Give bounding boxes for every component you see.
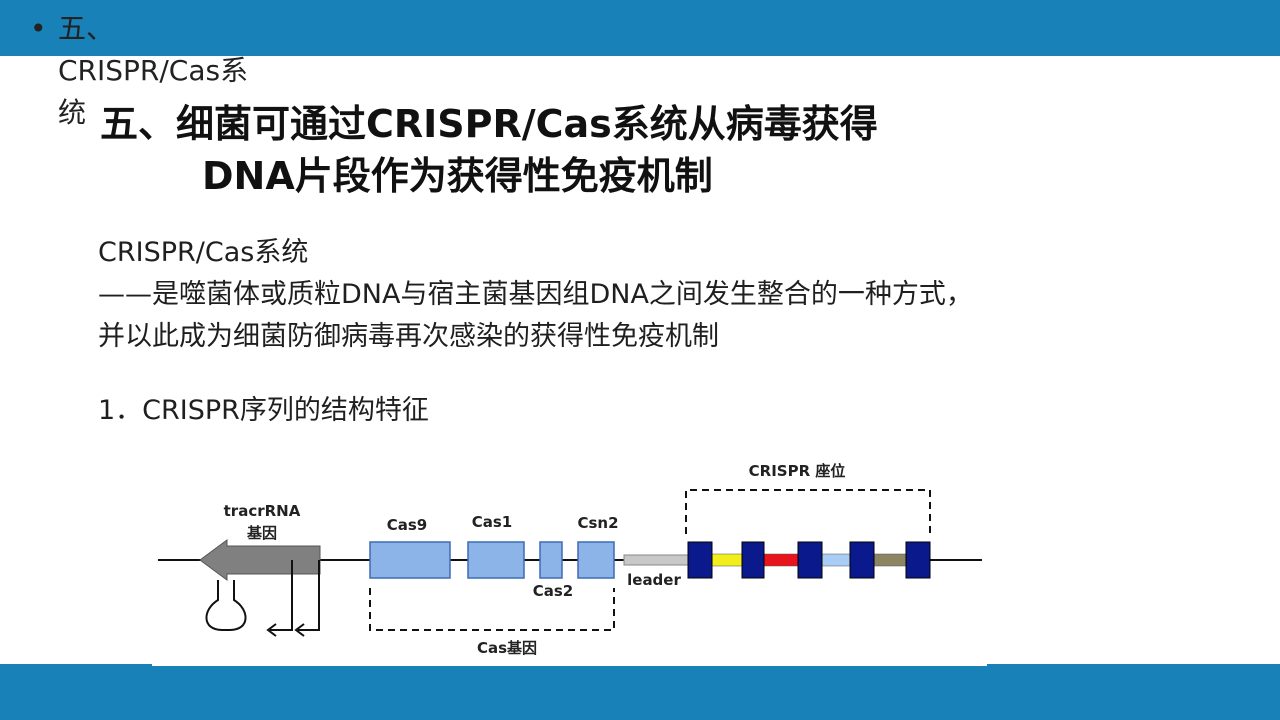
outline-bullet-text: 五、 CRISPR/Cas系 统	[58, 12, 249, 129]
repeat-4	[849, 541, 875, 579]
promoter-arrow-1	[270, 560, 293, 631]
crispr-locus-bracket	[685, 489, 931, 534]
repeat-5	[905, 541, 931, 579]
repeat-3	[797, 541, 823, 579]
cas2-label: Cas2	[533, 582, 574, 600]
crispr-diagram: tracrRNA 基因 Cas9 Cas1 Cas2 Csn2 Cas基因 le…	[152, 450, 987, 666]
leader-sequence	[623, 554, 689, 566]
body-line-3: 并以此成为细菌防御病毒再次感染的获得性免疫机制	[98, 321, 719, 352]
cas1-label: Cas1	[472, 513, 513, 531]
cas9-gene-box	[369, 541, 451, 579]
cas1-gene-box	[467, 541, 525, 579]
body-text: CRISPR/Cas系统 ——是噬菌体或质粒DNA与宿主菌基因组DNA之间发生整…	[98, 232, 1198, 358]
promoter-arrow-1-head	[266, 623, 277, 637]
spacer-4	[873, 553, 907, 567]
top-banner	[0, 0, 1280, 56]
promoter-arrow-2-head	[294, 623, 305, 637]
leader-label: leader	[627, 571, 681, 589]
spacer-3	[821, 553, 851, 567]
csn2-label: Csn2	[577, 514, 618, 532]
cas2-gene-box	[539, 541, 563, 579]
crispr-diagram-svg: tracrRNA 基因 Cas9 Cas1 Cas2 Csn2 Cas基因 le…	[158, 462, 982, 657]
body-line-1: CRISPR/Cas系统	[98, 237, 309, 268]
spacer-2	[763, 553, 799, 567]
title-line-2: DNA片段作为获得性免疫机制	[202, 154, 713, 198]
bullet-icon: •	[30, 12, 47, 45]
spacer-1	[711, 553, 743, 567]
title-line-1: 五、细菌可通过CRISPR/Cas系统从病毒获得	[100, 102, 878, 146]
body-line-2: ——是噬菌体或质粒DNA与宿主菌基因组DNA之间发生整合的一种方式，	[98, 279, 973, 310]
crispr-locus-label: CRISPR 座位	[749, 462, 846, 480]
bottom-banner	[0, 664, 1280, 720]
cas-genes-label: Cas基因	[477, 639, 537, 657]
promoter-arrow-2	[298, 560, 320, 631]
stem-loop-structure	[205, 580, 247, 631]
outline-bullet: • 五、 CRISPR/Cas系 统	[30, 8, 280, 134]
repeat-2	[741, 541, 765, 579]
tracrrna-gene-arrow	[199, 539, 321, 581]
csn2-gene-box	[577, 541, 615, 579]
cas-genes-bracket	[369, 588, 615, 631]
cas9-label: Cas9	[387, 516, 428, 534]
repeat-1	[687, 541, 713, 579]
slide-title: 五、细菌可通过CRISPR/Cas系统从病毒获得 DNA片段作为获得性免疫机制	[100, 98, 1100, 202]
section-heading-1: 1．CRISPR序列的结构特征	[98, 395, 429, 426]
tracrrna-label: tracrRNA	[224, 502, 301, 520]
tracrrna-sub-label: 基因	[246, 524, 277, 542]
